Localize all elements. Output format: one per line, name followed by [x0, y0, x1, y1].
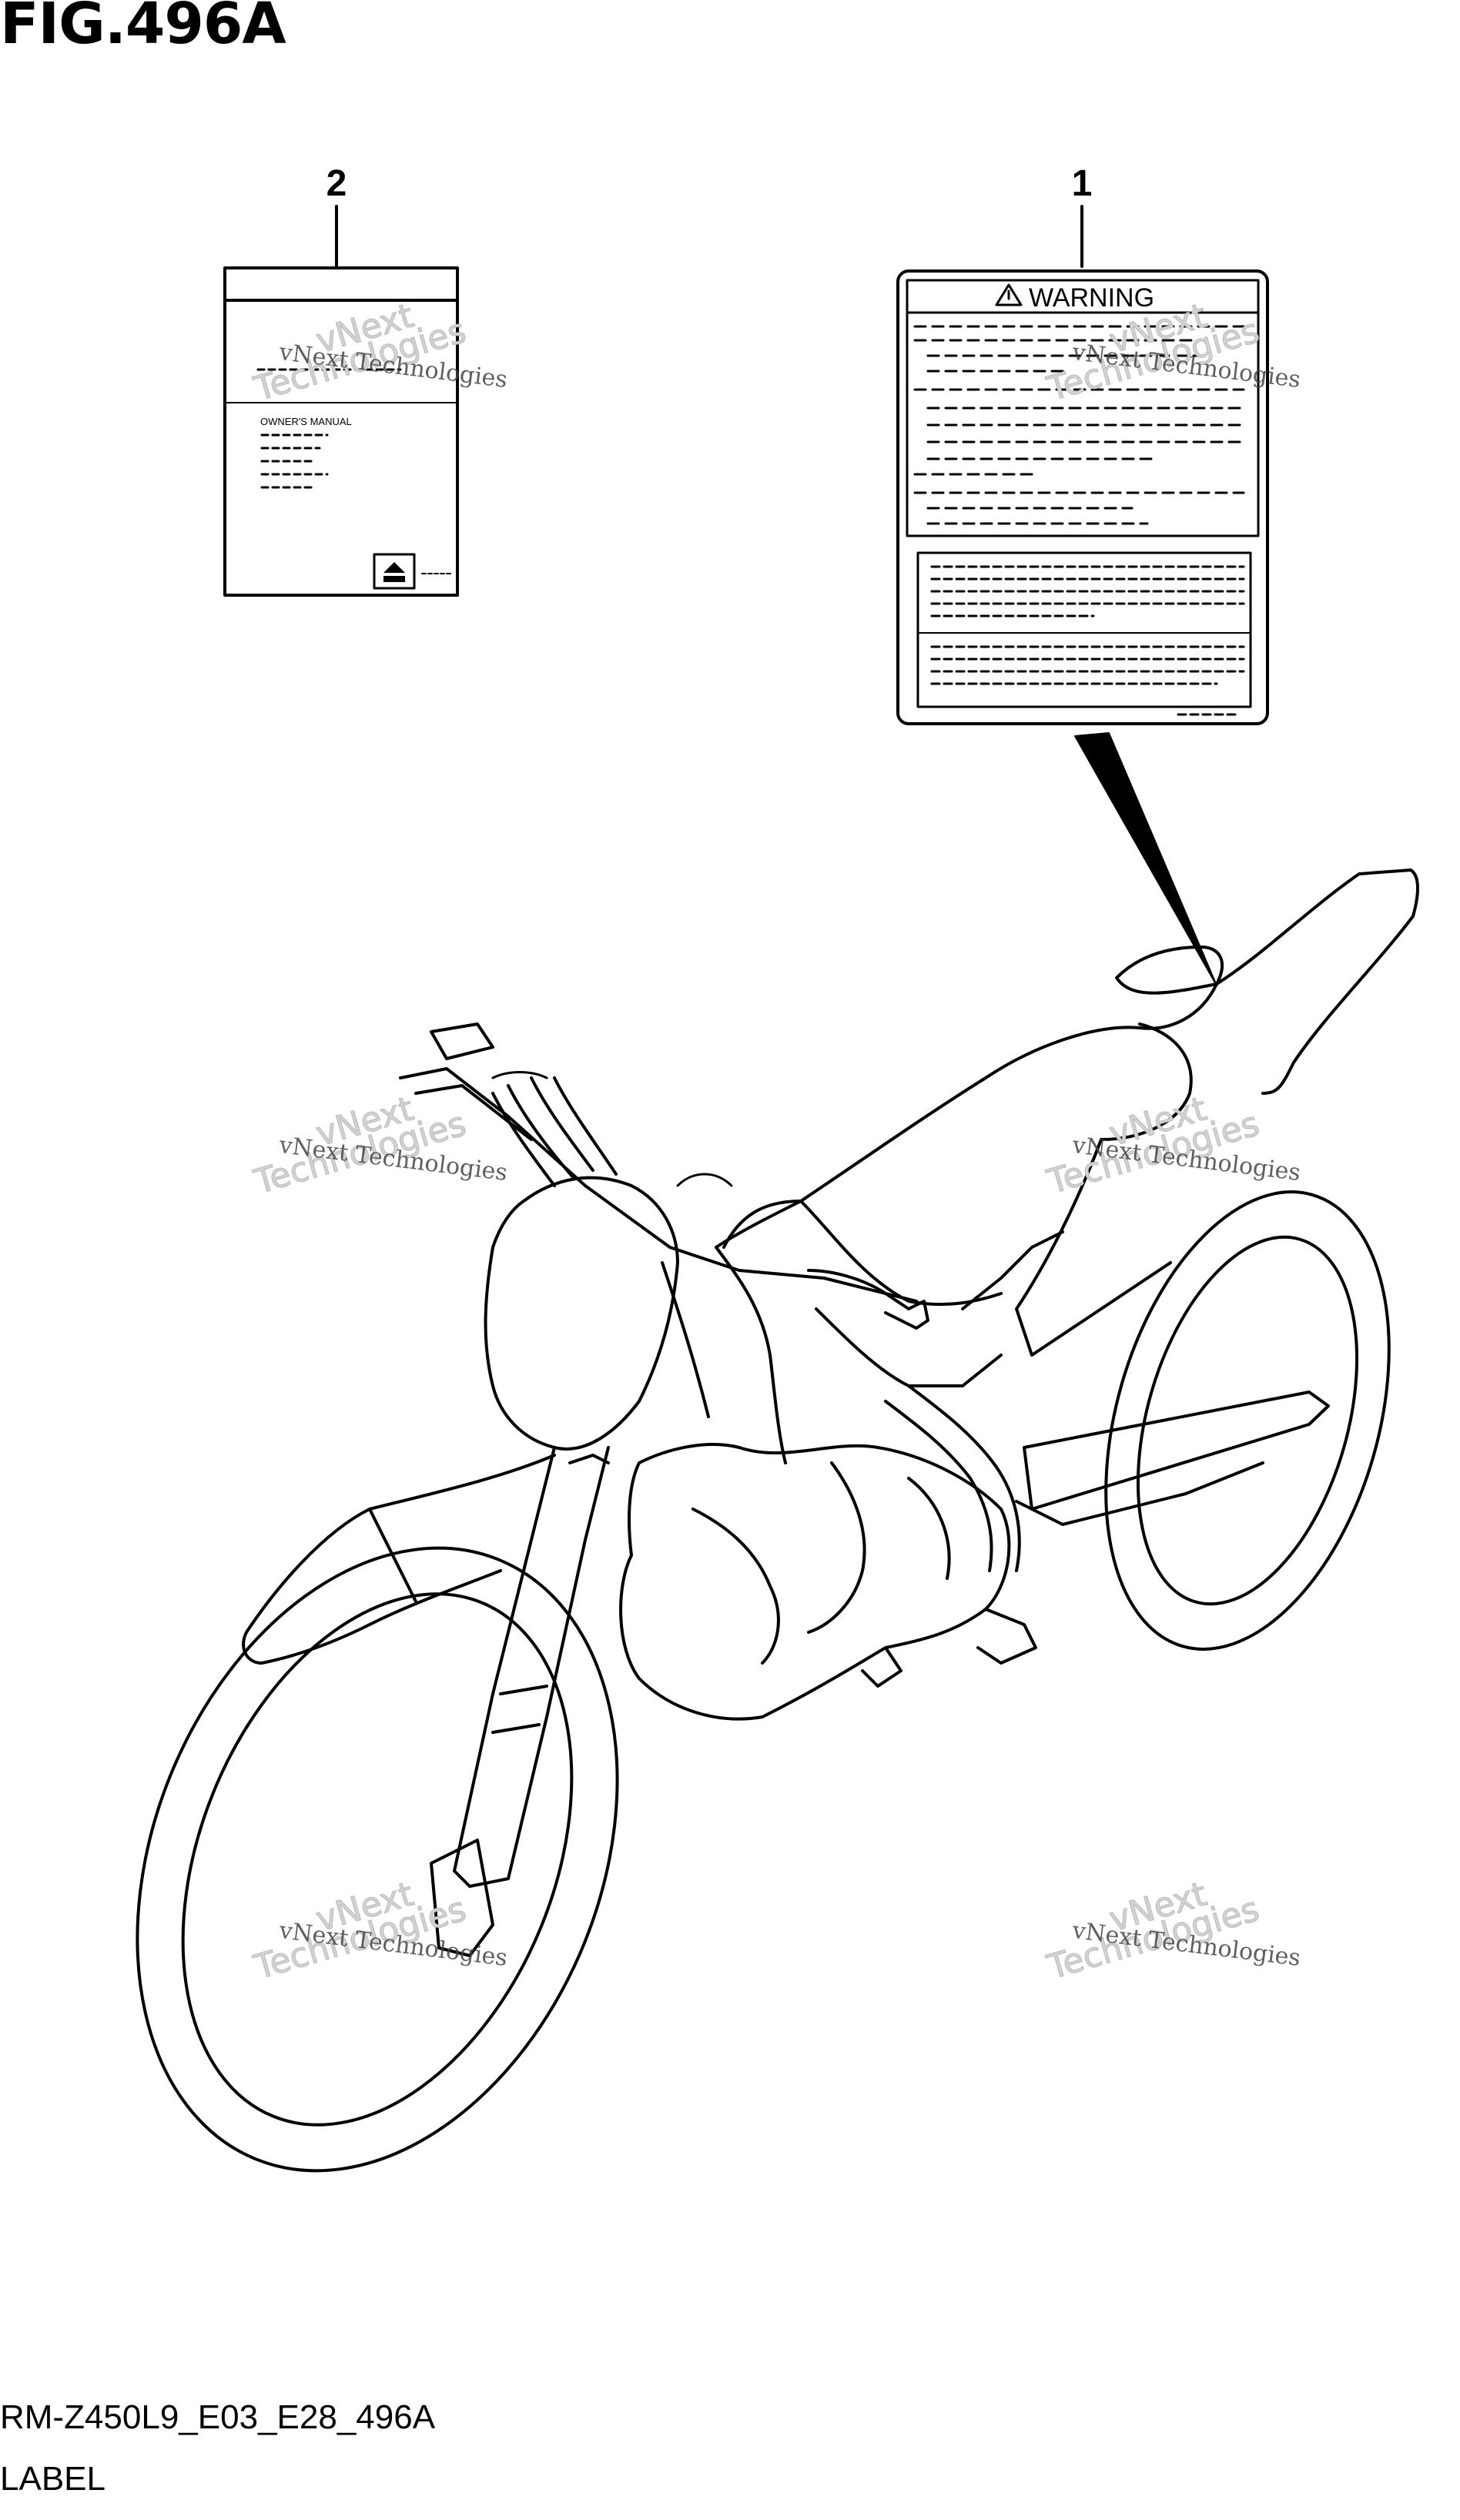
callout-number-2: 2 — [326, 163, 347, 204]
owners-manual-illustration: OWNER'S MANUAL — [223, 266, 459, 597]
callout-2: 2 — [326, 163, 347, 268]
figure-title: FIG.496A — [0, 0, 286, 57]
callout-1: 1 — [1072, 163, 1093, 268]
figure-code: RM-Z450L9_E03_E28_496A — [0, 2398, 436, 2436]
motorcycle-drawing — [136, 868, 1419, 2173]
warning-label-illustration: WARNING — [896, 269, 1269, 725]
label-pointer-arrow — [1074, 732, 1217, 986]
callout-number-1: 1 — [1072, 163, 1093, 204]
warning-heading: WARNING — [1029, 283, 1154, 313]
handlebar-controls — [491, 1071, 733, 1187]
section-label: LABEL — [0, 2460, 105, 2498]
manual-heading: OWNER'S MANUAL — [260, 416, 352, 427]
